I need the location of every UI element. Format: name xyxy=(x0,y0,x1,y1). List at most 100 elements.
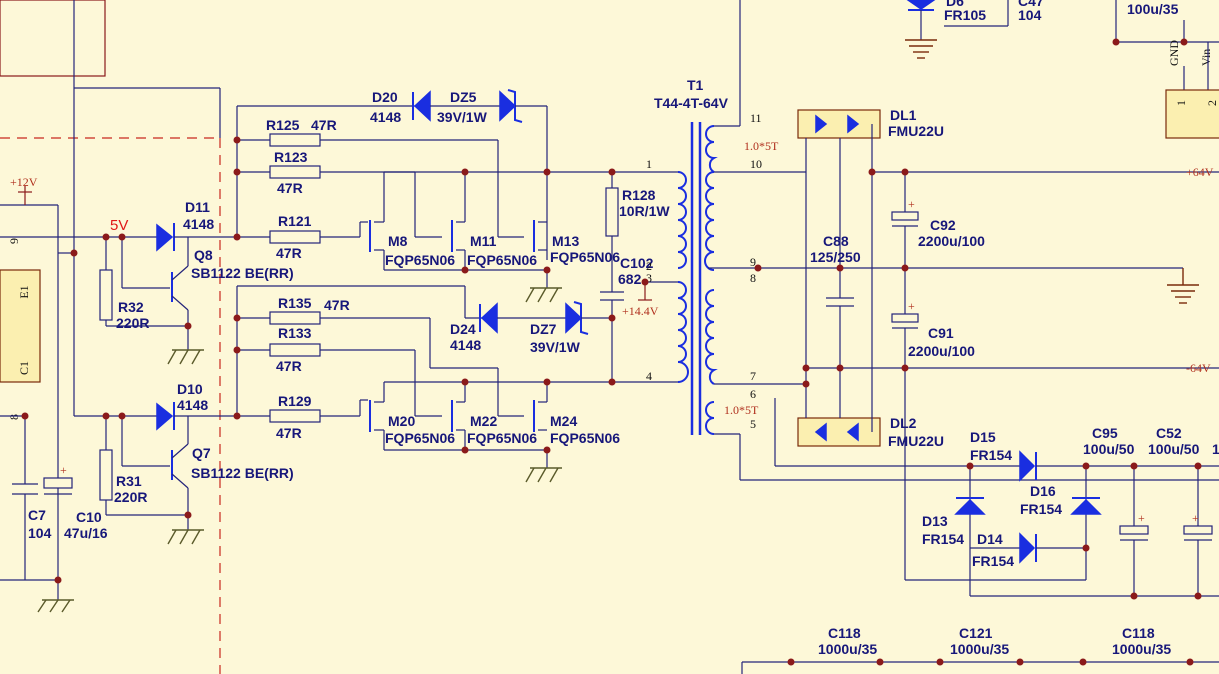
r129-ref: R129 xyxy=(278,393,312,409)
d24-diode xyxy=(480,302,498,334)
m13-ref: M13 xyxy=(552,233,579,249)
t1-pin9: 9 xyxy=(750,255,756,269)
m24-val: FQP65N06 xyxy=(550,430,620,446)
ground-symbol-secondary xyxy=(1167,268,1199,304)
r128-resistor xyxy=(605,187,619,237)
r123-val: 47R xyxy=(277,180,303,196)
transformer-t1: T1 T44-4T-64V 1 2 3 4 11 10 9 8 7 6 5 1.… xyxy=(646,0,1219,481)
r32-resistor xyxy=(99,269,113,321)
t1-pin5: 5 xyxy=(750,417,756,431)
d15-ref: D15 xyxy=(970,429,996,445)
ground-symbol-m24 xyxy=(525,467,562,483)
t1-pin10: 10 xyxy=(750,157,762,171)
m22-ref: M22 xyxy=(470,413,497,429)
t1-pin11: 11 xyxy=(750,111,762,125)
r128-val: 10R/1W xyxy=(619,203,670,219)
c102-ref: C102 xyxy=(620,255,654,271)
ground-symbol-d6 xyxy=(905,39,937,59)
d24-val: 4148 xyxy=(450,337,481,353)
ground-symbol-q7 xyxy=(167,529,204,545)
svg-text:+: + xyxy=(908,197,915,211)
c88-val: 125/250 xyxy=(810,249,861,265)
r31-resistor xyxy=(99,449,113,501)
r128-ref: R128 xyxy=(622,187,656,203)
c118b-val: 1000u/35 xyxy=(1112,641,1171,657)
d14-val: FR154 xyxy=(972,553,1014,569)
c7-val: 104 xyxy=(28,525,52,541)
dz7-val: 39V/1W xyxy=(530,339,581,355)
connector-block xyxy=(0,269,41,383)
top-right-fragment: D6 FR105 C47 104 100u/35 GND Vin 1 2 xyxy=(905,0,1219,139)
m8-ref: M8 xyxy=(388,233,408,249)
t1-pin3: 3 xyxy=(646,271,652,285)
output-stage: DL1 FMU22U DL2 FMU22U C88 125/250 +64V -… xyxy=(741,107,1219,674)
t1-pin4: 4 xyxy=(646,369,652,383)
d10-diode xyxy=(156,402,174,431)
pin8-label: 8 xyxy=(7,414,21,420)
dz5-val: 39V/1W xyxy=(437,109,488,125)
c52-val: 100u/50 xyxy=(1148,441,1200,457)
net-plus64v-label: +64V xyxy=(1186,165,1214,179)
r129-val: 47R xyxy=(276,425,302,441)
c10-ref: C10 xyxy=(76,509,102,525)
dl2-val: FMU22U xyxy=(888,433,944,449)
m11-val: FQP65N06 xyxy=(467,252,537,268)
r125-ref: R125 xyxy=(266,117,300,133)
q7-val: SB1122 BE(RR) xyxy=(191,465,294,481)
gate-driver-bottom: D10 4148 R31 220R Q7 SB1122 BE(RR) xyxy=(99,381,294,545)
mosfet-bank-bottom: R135 47R R133 47R R129 47R D24 4148 DZ7 … xyxy=(236,285,620,483)
c92-val: 2200u/100 xyxy=(918,233,985,249)
connector-gnd-label: GND xyxy=(1167,40,1181,66)
connector-pin1-label: 1 xyxy=(1174,100,1188,106)
d15-val: FR154 xyxy=(970,447,1012,463)
t1-pin1: 1 xyxy=(646,157,652,171)
c121-val: 1000u/35 xyxy=(950,641,1009,657)
c91-val: 2200u/100 xyxy=(908,343,975,359)
t1-pin8: 8 xyxy=(750,271,756,285)
svg-text:+: + xyxy=(1138,511,1145,525)
gate-driver-top: 5V D11 4148 R32 220R Q8 SB1122 BE(RR) xyxy=(99,199,294,365)
d20-val: 4148 xyxy=(370,109,401,125)
r133-val: 47R xyxy=(276,358,302,374)
d16-ref: D16 xyxy=(1030,483,1056,499)
r121-val: 47R xyxy=(276,245,302,261)
dl1-package xyxy=(797,109,881,139)
dl1-ref: DL1 xyxy=(890,107,917,123)
net-5v-label: 5V xyxy=(110,217,128,234)
d6-diode xyxy=(906,0,936,10)
m13-mosfet xyxy=(498,220,547,252)
c47-val: 104 xyxy=(1018,7,1042,23)
d20-diode xyxy=(413,90,431,122)
m8-val: FQP65N06 xyxy=(385,252,455,268)
t1-turns-top: 1.0*5T xyxy=(744,139,779,153)
dz5-diode xyxy=(499,90,517,122)
t1-ref: T1 xyxy=(687,77,704,93)
m20-val: FQP65N06 xyxy=(385,430,455,446)
t1-val: T44-4T-64V xyxy=(654,95,729,111)
c91-ref: C91 xyxy=(928,325,954,341)
r129-resistor xyxy=(269,409,321,423)
c118a-ref: C118 xyxy=(828,625,861,641)
dz7-ref: DZ7 xyxy=(530,321,557,337)
q8-ref: Q8 xyxy=(194,247,213,263)
m11-ref: M11 xyxy=(470,233,497,249)
c47-ref: C47 xyxy=(1018,0,1044,9)
r121-resistor xyxy=(269,230,321,244)
dz5-ref: DZ5 xyxy=(450,89,477,105)
pin9-label: 9 xyxy=(7,238,21,244)
c102-val: 682 xyxy=(618,271,642,287)
d10-val: 4148 xyxy=(177,397,208,413)
net-plus14v-label: +14.4V xyxy=(622,304,659,318)
c52-ref: C52 xyxy=(1156,425,1182,441)
r123-ref: R123 xyxy=(274,149,308,165)
d20-ref: D20 xyxy=(372,89,398,105)
m24-mosfet xyxy=(498,382,548,432)
q8-val: SB1122 BE(RR) xyxy=(191,265,294,281)
connector-vin-block xyxy=(1165,89,1219,139)
snubber-network: R128 10R/1W C102 682 +14.4V xyxy=(600,172,678,383)
r133-ref: R133 xyxy=(278,325,312,341)
svg-text:+: + xyxy=(908,299,915,313)
dl2-ref: DL2 xyxy=(890,415,917,431)
junctions xyxy=(21,38,1202,666)
t1-turns-bottom: 1.0*5T xyxy=(724,403,759,417)
